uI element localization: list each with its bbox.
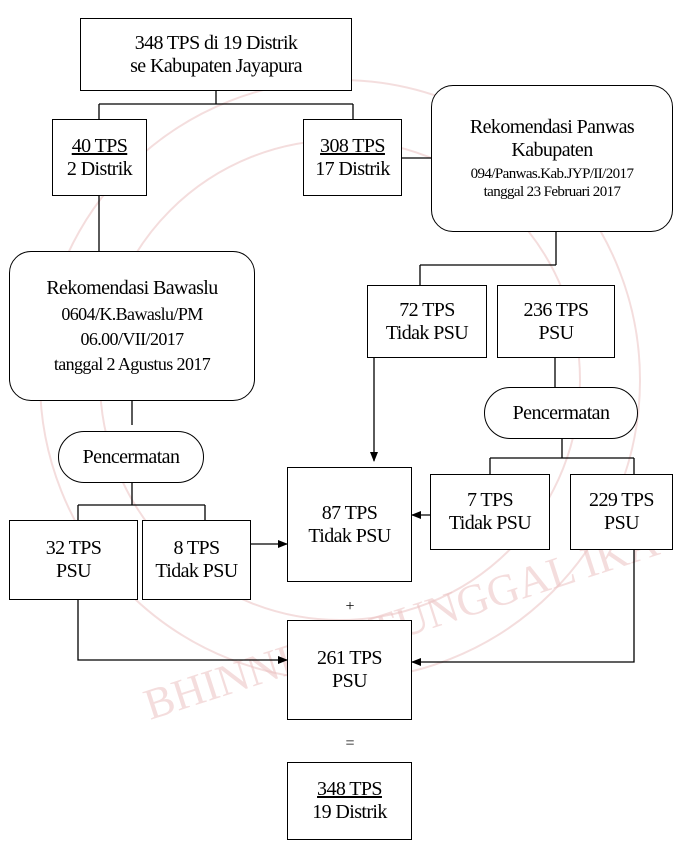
total-tidak-psu-label: Tidak PSU <box>308 524 391 547</box>
box-261-psu: 261 TPS PSU <box>287 620 412 720</box>
box-total-start: 348 TPS di 19 Distrik se Kabupaten Jayap… <box>80 18 352 91</box>
equals-sign: = <box>345 735 355 752</box>
bawaslu-nomor1: 0604/K.Bawaslu/PM <box>61 304 203 325</box>
plus-sign: + <box>345 598 355 615</box>
box-32-psu: 32 TPS PSU <box>9 520 138 600</box>
box-8-tidak-psu: 8 TPS Tidak PSU <box>142 520 251 600</box>
total-psu-label: PSU <box>332 670 367 692</box>
panwas-title2: Kabupaten <box>511 139 593 162</box>
bawaslu-title: Rekomendasi Bawaslu <box>46 277 218 300</box>
l-tidak-psu-label: Tidak PSU <box>155 560 238 582</box>
total-psu-tps: 261 TPS <box>317 647 383 669</box>
box-229-psu: 229 TPS PSU <box>570 474 673 550</box>
bawaslu-nomor2: 06.00/VII/2017 <box>80 329 184 350</box>
r-tidak-psu-label: Tidak PSU <box>385 321 469 344</box>
box-rekomendasi-panwas: Rekomendasi Panwas Kabupaten 094/Panwas.… <box>431 85 673 232</box>
panwas-title1: Rekomendasi Panwas <box>469 116 635 139</box>
box-72-tidak-psu: 72 TPS Tidak PSU <box>367 285 487 358</box>
final-distrik: 19 Distrik <box>312 801 387 823</box>
right-branch-distrik: 17 Distrik <box>315 157 390 180</box>
right-branch-tps: 308 TPS <box>320 134 386 157</box>
box-236-psu: 236 TPS PSU <box>497 285 615 358</box>
box-pencermatan-right: Pencermatan <box>484 387 638 439</box>
final-tps: 348 TPS <box>317 778 383 800</box>
r-tidak-psu-tps: 72 TPS <box>399 298 455 321</box>
rr-psu-tps: 229 TPS <box>589 489 655 511</box>
r-psu-tps: 236 TPS <box>523 298 590 321</box>
left-branch-distrik: 2 Distrik <box>66 157 133 180</box>
pencermatan-right-label: Pencermatan <box>512 401 610 424</box>
total-tidak-psu-tps: 87 TPS <box>321 501 378 524</box>
box-right-branch: 308 TPS 17 Distrik <box>303 119 402 196</box>
rr-tidak-psu-tps: 7 TPS <box>466 489 514 511</box>
r-psu-label: PSU <box>538 321 574 344</box>
total-start-line2: se Kabupaten Jayapura <box>130 54 302 77</box>
box-7-tidak-psu: 7 TPS Tidak PSU <box>430 474 550 550</box>
box-pencermatan-left: Pencermatan <box>58 431 204 483</box>
bawaslu-tanggal: tanggal 2 Agustus 2017 <box>53 353 211 374</box>
l-psu-label: PSU <box>56 560 91 582</box>
pencermatan-left-label: Pencermatan <box>82 445 180 468</box>
l-tidak-psu-tps: 8 TPS <box>173 537 220 559</box>
l-psu-tps: 32 TPS <box>45 537 102 559</box>
total-start-line1: 348 TPS di 19 Distrik <box>134 31 298 54</box>
box-final-total: 348 TPS 19 Distrik <box>287 762 412 840</box>
panwas-tanggal: tanggal 23 Februari 2017 <box>483 183 621 200</box>
box-87-tidak-psu: 87 TPS Tidak PSU <box>287 467 412 582</box>
panwas-nomor: 094/Panwas.Kab.JYP/II/2017 <box>470 166 634 183</box>
box-rekomendasi-bawaslu: Rekomendasi Bawaslu 0604/K.Bawaslu/PM 06… <box>9 251 255 401</box>
box-left-branch: 40 TPS 2 Distrik <box>52 119 147 196</box>
left-branch-tps: 40 TPS <box>71 134 128 157</box>
rr-tidak-psu-label: Tidak PSU <box>448 512 532 534</box>
rr-psu-label: PSU <box>604 512 639 534</box>
